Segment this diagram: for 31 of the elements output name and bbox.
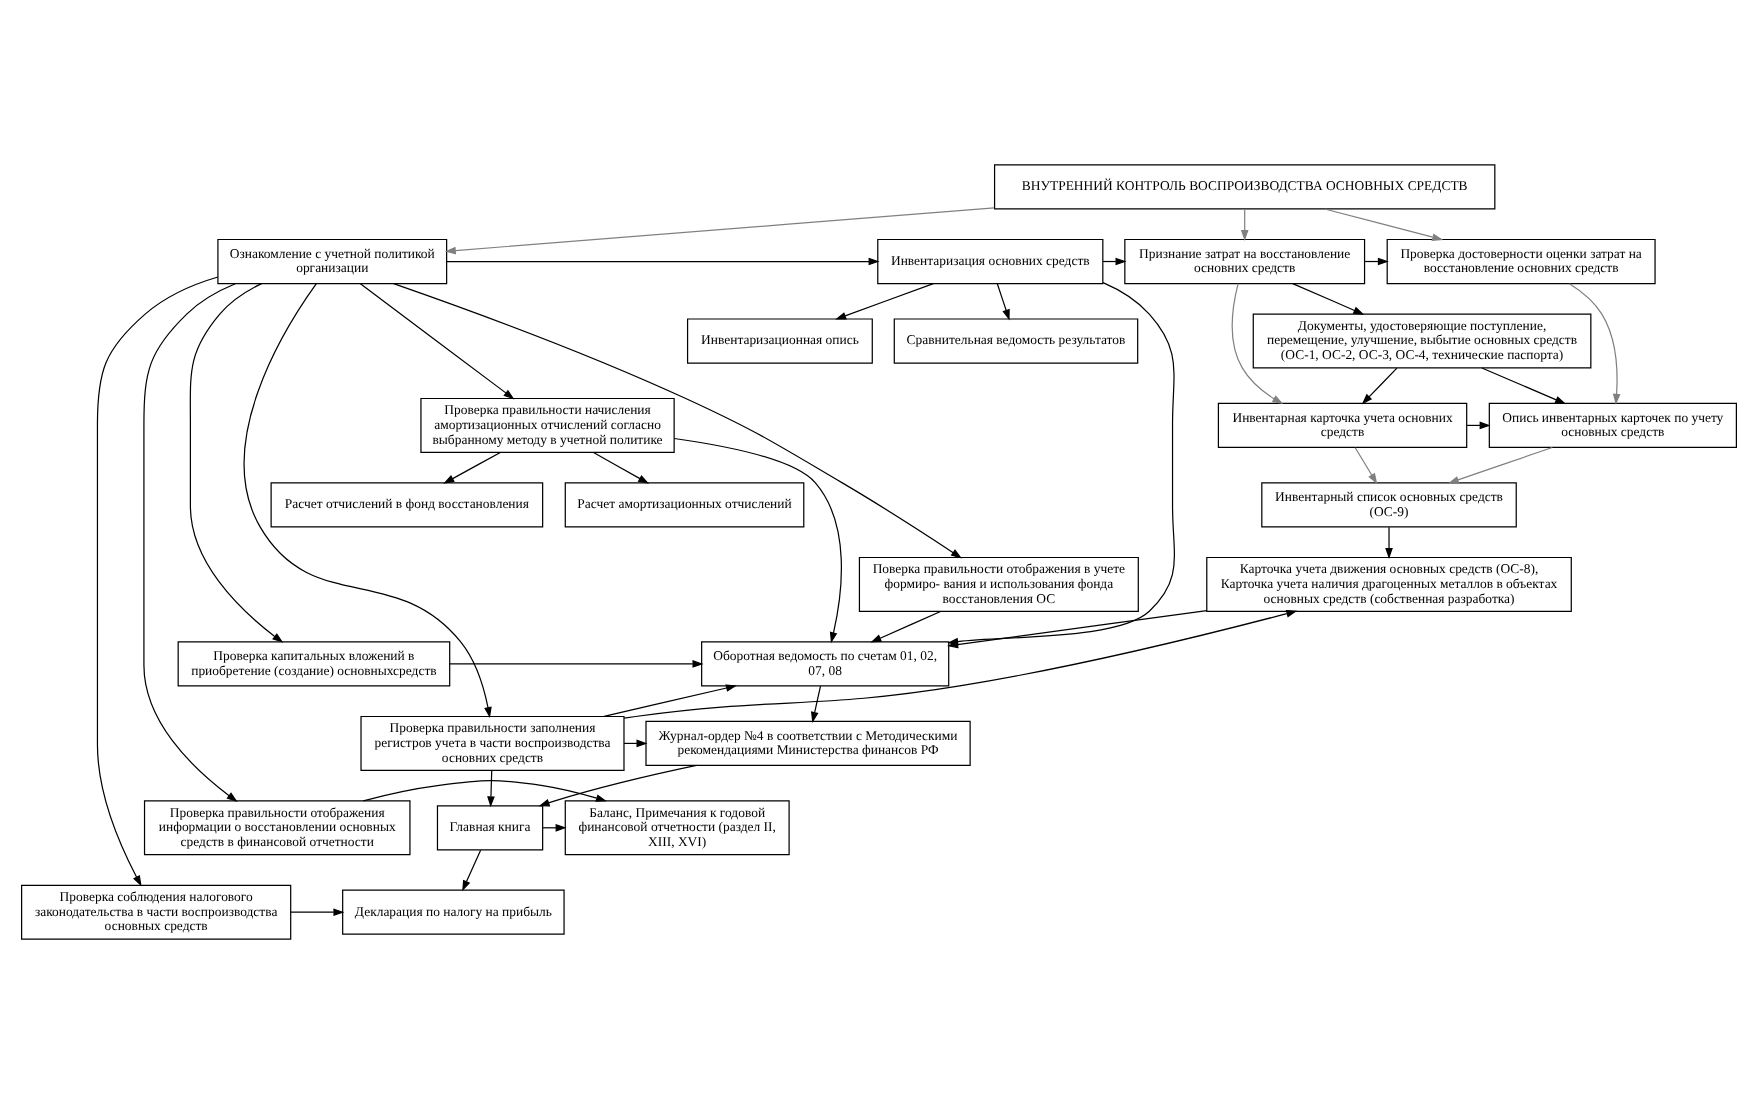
arrow — [1568, 283, 1621, 405]
arrow — [443, 451, 501, 484]
arrow — [1240, 208, 1249, 242]
arrow — [243, 283, 492, 719]
arrow — [393, 283, 962, 559]
arrow — [290, 908, 345, 917]
arrow — [996, 283, 1010, 321]
arrow — [592, 451, 650, 484]
arrow — [96, 276, 219, 887]
arrow — [362, 780, 607, 802]
arrow — [449, 660, 704, 668]
arrow — [1385, 526, 1393, 560]
arrow — [143, 282, 238, 802]
arrow — [189, 282, 284, 643]
arrow — [446, 257, 880, 266]
arrow — [623, 609, 1298, 719]
arrow — [1354, 447, 1378, 485]
arrow — [462, 849, 482, 892]
arrow — [1447, 446, 1553, 484]
arrow — [1361, 367, 1398, 405]
arrow — [487, 769, 495, 808]
arrow — [359, 283, 515, 400]
arrow — [538, 764, 698, 807]
arrow — [870, 610, 942, 643]
arrow — [835, 282, 934, 320]
arrow — [810, 685, 822, 723]
arrow — [1231, 283, 1284, 405]
arrow — [1481, 367, 1567, 405]
arrow — [603, 684, 737, 717]
arrow — [673, 437, 842, 644]
arrow — [444, 207, 995, 255]
